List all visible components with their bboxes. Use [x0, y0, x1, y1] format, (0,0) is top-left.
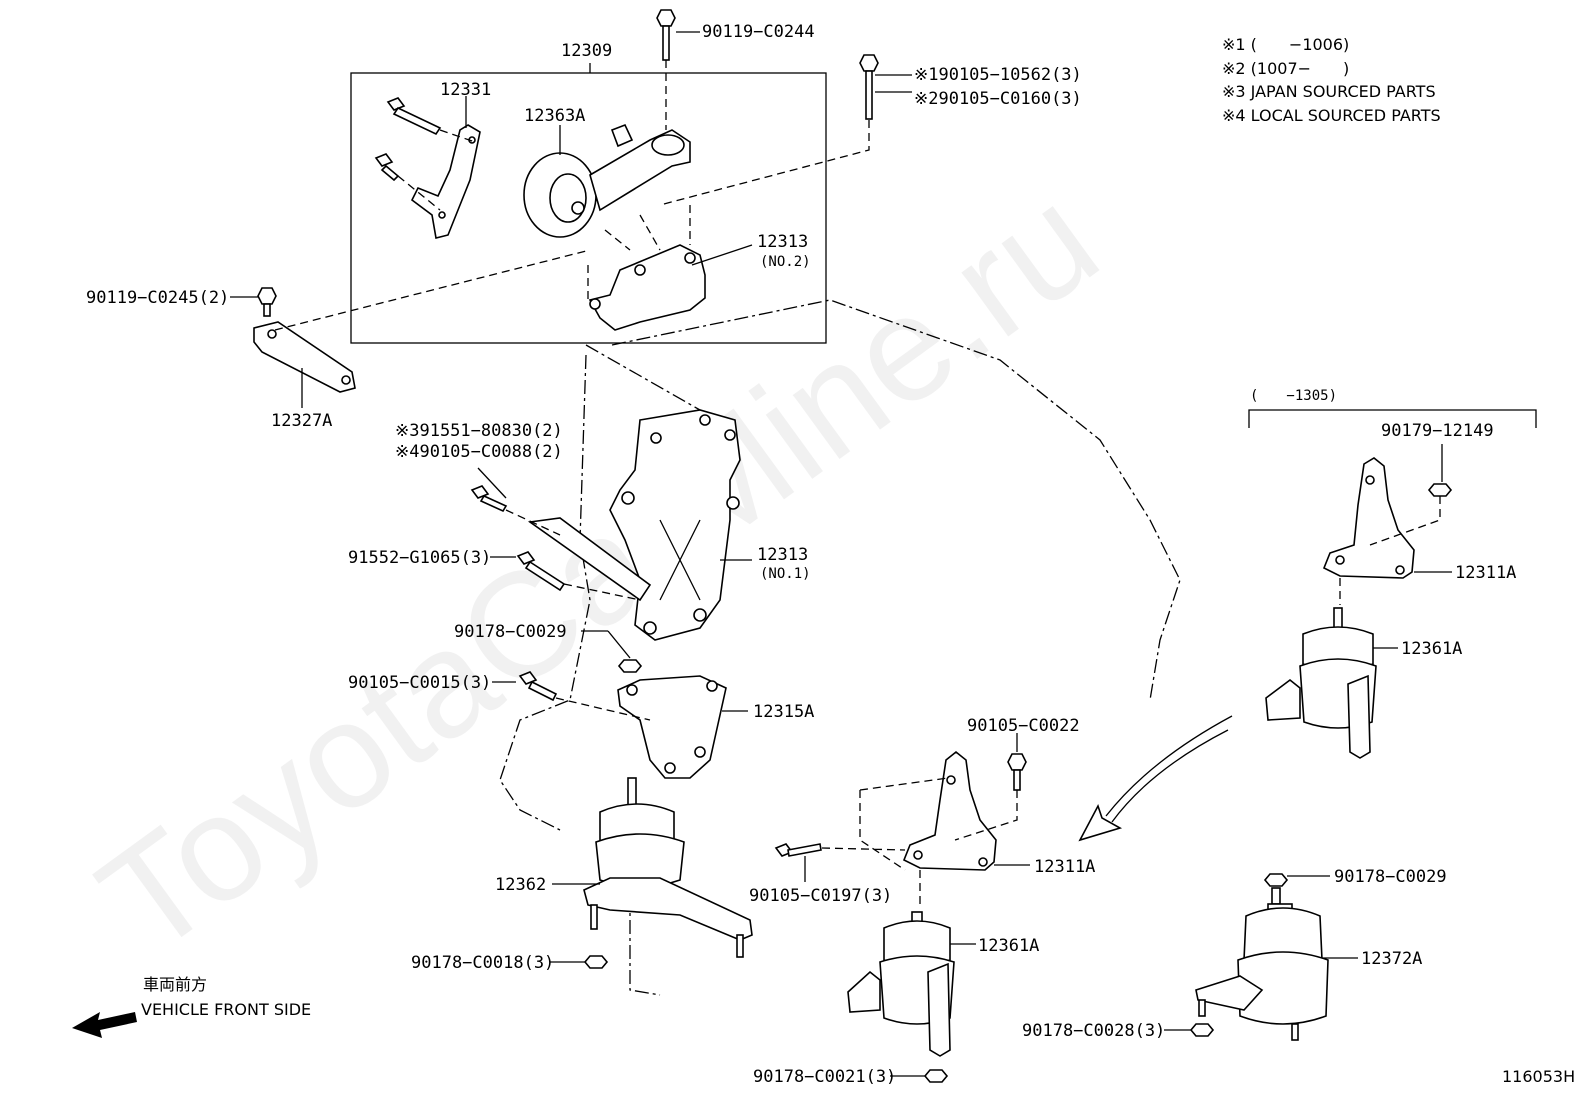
bracket-12313-no2 [588, 244, 706, 331]
bracket-12331 [410, 124, 481, 239]
footnote-4: ※4 LOCAL SOURCED PARTS [1222, 106, 1441, 125]
label-12311a-upper: 12311A [1455, 563, 1516, 583]
direction-arrow [1078, 715, 1233, 842]
label-12361a-upper: 12361A [1401, 639, 1462, 659]
label-12313-no2-sub: (NO.2) [760, 254, 811, 270]
label-90179-12149: 90179−12149 [1381, 421, 1494, 441]
bracket-12311a-lower [902, 750, 997, 871]
label-90178-c0028: 90178−C0028(3) [1022, 1021, 1165, 1041]
label-91551-80830: ※391551−80830(2) [395, 421, 563, 441]
label-90119-c0245: 90119−C0245(2) [86, 288, 229, 308]
mount-12361a-upper [1265, 607, 1377, 759]
footnote-3: ※3 JAPAN SOURCED PARTS [1222, 82, 1436, 101]
nut-90178-c0018 [583, 955, 609, 969]
label-90178-c0029-b: 90178−C0029 [1334, 867, 1447, 887]
bolt-90105-c0015 [518, 671, 558, 702]
label-12311a-lower: 12311A [1034, 857, 1095, 877]
nut-90178-c0021 [923, 1069, 949, 1083]
bracket-12311a-upper [1322, 457, 1415, 579]
range-bracket [1248, 409, 1537, 428]
label-90105-c0022: 90105−C0022 [967, 716, 1080, 736]
mount-12361a-lower [847, 911, 955, 1057]
bolt-90105-c0022 [1007, 753, 1027, 791]
label-12313-no2: 12313 [757, 232, 808, 252]
label-12313-no1-sub: (NO.1) [760, 566, 811, 582]
front-side-jp: 車両前方 [143, 975, 207, 994]
bolt-12331-upper [386, 97, 442, 136]
front-side-arrow [72, 1012, 137, 1038]
label-90178-c0021: 90178−C0021(3) [753, 1067, 896, 1087]
footnotes: ※1 ( −1006) ※2 (1007− ) ※3 JAPAN SOURCED… [1222, 35, 1441, 125]
mount-12372a [1195, 873, 1329, 1041]
label-12361a-lower: 12361A [978, 936, 1039, 956]
bolt-12331-lower [374, 153, 400, 182]
label-12363a: 12363A [524, 106, 585, 126]
bolt-90119-c0244 [656, 9, 676, 61]
label-12327a: 12327A [271, 411, 332, 431]
label-90105-10562: ※190105−10562(3) [914, 65, 1082, 85]
label-90105-c0160: ※290105−C0160(3) [914, 89, 1082, 109]
label-90178-c0029-a: 90178−C0029 [454, 622, 567, 642]
front-side-en: VEHICLE FRONT SIDE [141, 1000, 311, 1019]
bolt-91552-g1065 [516, 551, 566, 592]
label-90119-c0244: 90119−C0244 [702, 22, 815, 42]
bolt-91551-80830 [470, 485, 508, 513]
label-12309: 12309 [561, 41, 612, 61]
footnote-2: ※2 (1007− ) [1222, 59, 1349, 78]
label-12313-no1: 12313 [757, 545, 808, 565]
label-90105-c0197: 90105−C0197(3) [749, 886, 892, 906]
label-90105-c0015: 90105−C0015(3) [348, 673, 491, 693]
bracket-12313-no1 [527, 409, 741, 641]
footnote-1: ※1 ( −1006) [1222, 35, 1349, 54]
nut-90178-c0028 [1189, 1023, 1215, 1037]
label-91552-g1065: 91552−G1065(3) [348, 548, 491, 568]
mount-12362 [583, 777, 753, 958]
leader-lines [230, 31, 1452, 1077]
bracket-12327a [253, 321, 356, 393]
diagram-code: 116053H [1502, 1067, 1575, 1086]
range-note: ( −1305) [1250, 388, 1337, 404]
label-90178-c0018: 90178−C0018(3) [411, 953, 554, 973]
label-12315a: 12315A [753, 702, 814, 722]
group-box-12309 [350, 72, 827, 344]
nut-90178-c0029-a [617, 659, 643, 673]
torque-rod-12363a [523, 123, 691, 238]
bolt-90105-c0197 [774, 843, 822, 857]
bolt-90105-10562 [859, 54, 879, 120]
label-12331: 12331 [440, 80, 491, 100]
bracket-12315a [617, 675, 727, 779]
bolt-90119-c0245 [257, 287, 277, 317]
nut-90179-12149 [1427, 483, 1453, 497]
label-12372a: 12372A [1361, 949, 1422, 969]
label-90105-c0088: ※490105−C0088(2) [395, 442, 563, 462]
label-12362: 12362 [495, 875, 546, 895]
